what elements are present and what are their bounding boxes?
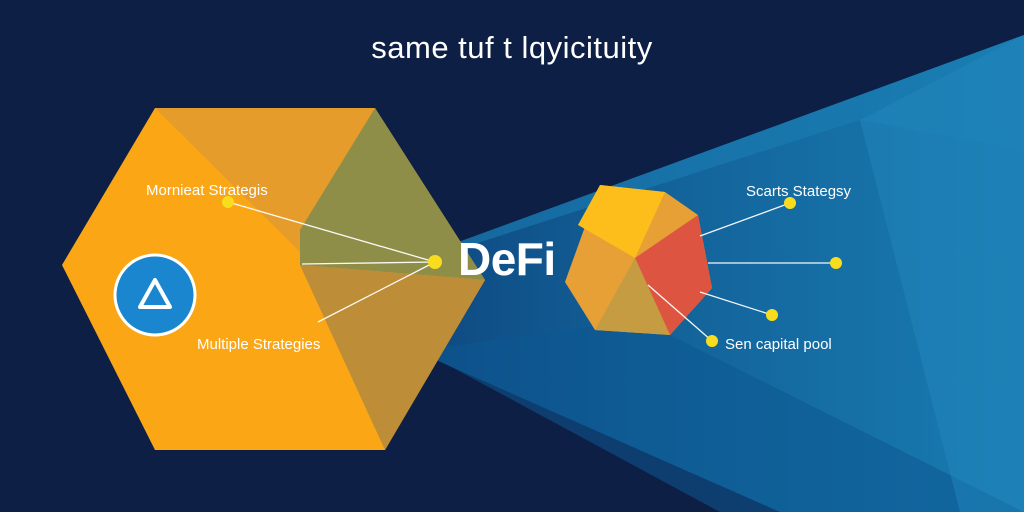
connector-bottom-left bbox=[317, 261, 436, 323]
node-dot-right-top bbox=[784, 197, 796, 209]
label-left-top: Mornieat Strategis bbox=[146, 182, 268, 199]
right-polyhedron-red-facet bbox=[635, 215, 712, 335]
connector-top-left bbox=[227, 201, 436, 263]
right-polyhedron-lower-facet bbox=[595, 258, 670, 335]
left-hexagon-facet-top bbox=[155, 108, 375, 252]
connector-mid-left bbox=[301, 261, 436, 265]
node-dot-center bbox=[428, 255, 442, 269]
blue-beam-facet-lower bbox=[420, 320, 1024, 512]
blue-beam-facet-upper bbox=[300, 35, 1024, 300]
label-right-top: Scarts Stategsy bbox=[746, 183, 852, 200]
right-polyhedron-top-facet bbox=[578, 185, 665, 258]
center-label-defi: DeFi bbox=[458, 233, 556, 285]
connector-top-right bbox=[699, 202, 791, 237]
connector-bottom-right bbox=[647, 284, 713, 342]
node-dot-left-top bbox=[222, 196, 234, 208]
label-right-bottom: Sen capital pool bbox=[725, 336, 832, 353]
connector-lines bbox=[227, 201, 836, 342]
node-dot-right-bottom bbox=[706, 335, 718, 347]
node-dot-right-lower bbox=[766, 309, 778, 321]
delta-triangle-icon bbox=[113, 253, 197, 337]
blue-beam-facet-right bbox=[860, 35, 1024, 512]
left-hexagon-lower-facet bbox=[300, 265, 485, 450]
diagram-title: same tuf t lqyicituity bbox=[371, 30, 653, 65]
node-dot-right-mid bbox=[830, 257, 842, 269]
left-hexagon-olive-facet bbox=[300, 108, 485, 280]
node-dots bbox=[222, 196, 842, 347]
connector-lower-right bbox=[699, 291, 773, 316]
label-left-bottom: Multiple Strategies bbox=[197, 336, 321, 353]
